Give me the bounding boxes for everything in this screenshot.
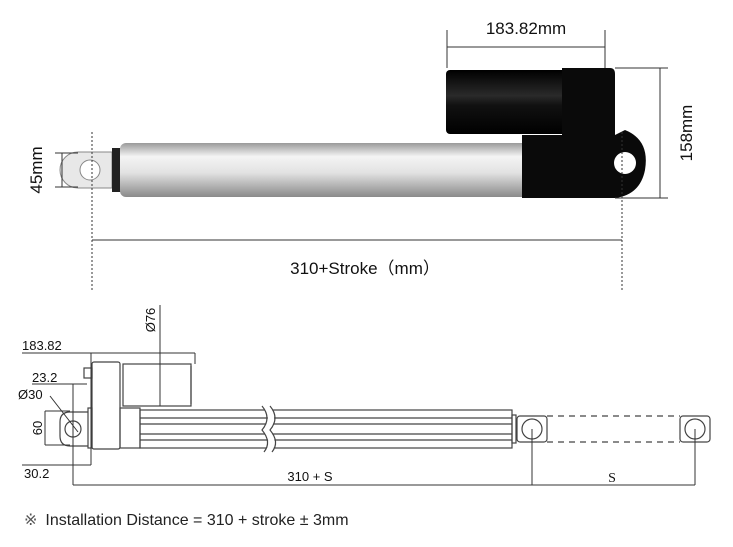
rod-eye-label: 45mm xyxy=(27,146,46,193)
motor-diameter-label: Ø76 xyxy=(143,308,158,333)
aluminium-tube xyxy=(120,143,530,197)
motor-length-label: 183.82mm xyxy=(486,19,566,38)
note-text: Installation Distance = 310 + stroke ± 3… xyxy=(45,512,349,529)
drawing-dimensions: Ø76 183.82 23.2 Ø30 60 30.2 310 + S S xyxy=(18,305,696,486)
install-length-label: 310+Stroke（mm） xyxy=(290,259,440,278)
drawing-gearbox xyxy=(91,361,121,450)
drawing-tube xyxy=(139,409,513,449)
hole-diameter-label: Ø30 xyxy=(18,387,43,402)
rod-eye-hole xyxy=(79,159,101,181)
installation-note: ※ Installation Distance = 310 + stroke ± … xyxy=(24,510,349,530)
actuator-photo xyxy=(59,68,646,198)
offset-label: 23.2 xyxy=(32,370,57,385)
height-dim: 60 xyxy=(30,421,45,435)
motor-length-dim: 183.82 xyxy=(22,338,62,353)
note-symbol: ※ xyxy=(24,512,38,529)
height-label: 158mm xyxy=(677,105,696,162)
rear-eye-hole xyxy=(614,152,636,174)
motor xyxy=(446,70,568,134)
bottom-offset-label: 30.2 xyxy=(24,466,49,481)
drawing-rear-eye xyxy=(59,411,88,447)
retracted-length-label: 310 + S xyxy=(287,469,333,484)
actuator-drawing xyxy=(59,361,711,454)
stroke-label: S xyxy=(608,471,616,486)
photo-dimensions: 183.82mm 158mm 45mm 310+Stroke（mm） xyxy=(27,19,696,290)
drawing-motor xyxy=(122,363,192,407)
rod-collar xyxy=(112,148,122,192)
